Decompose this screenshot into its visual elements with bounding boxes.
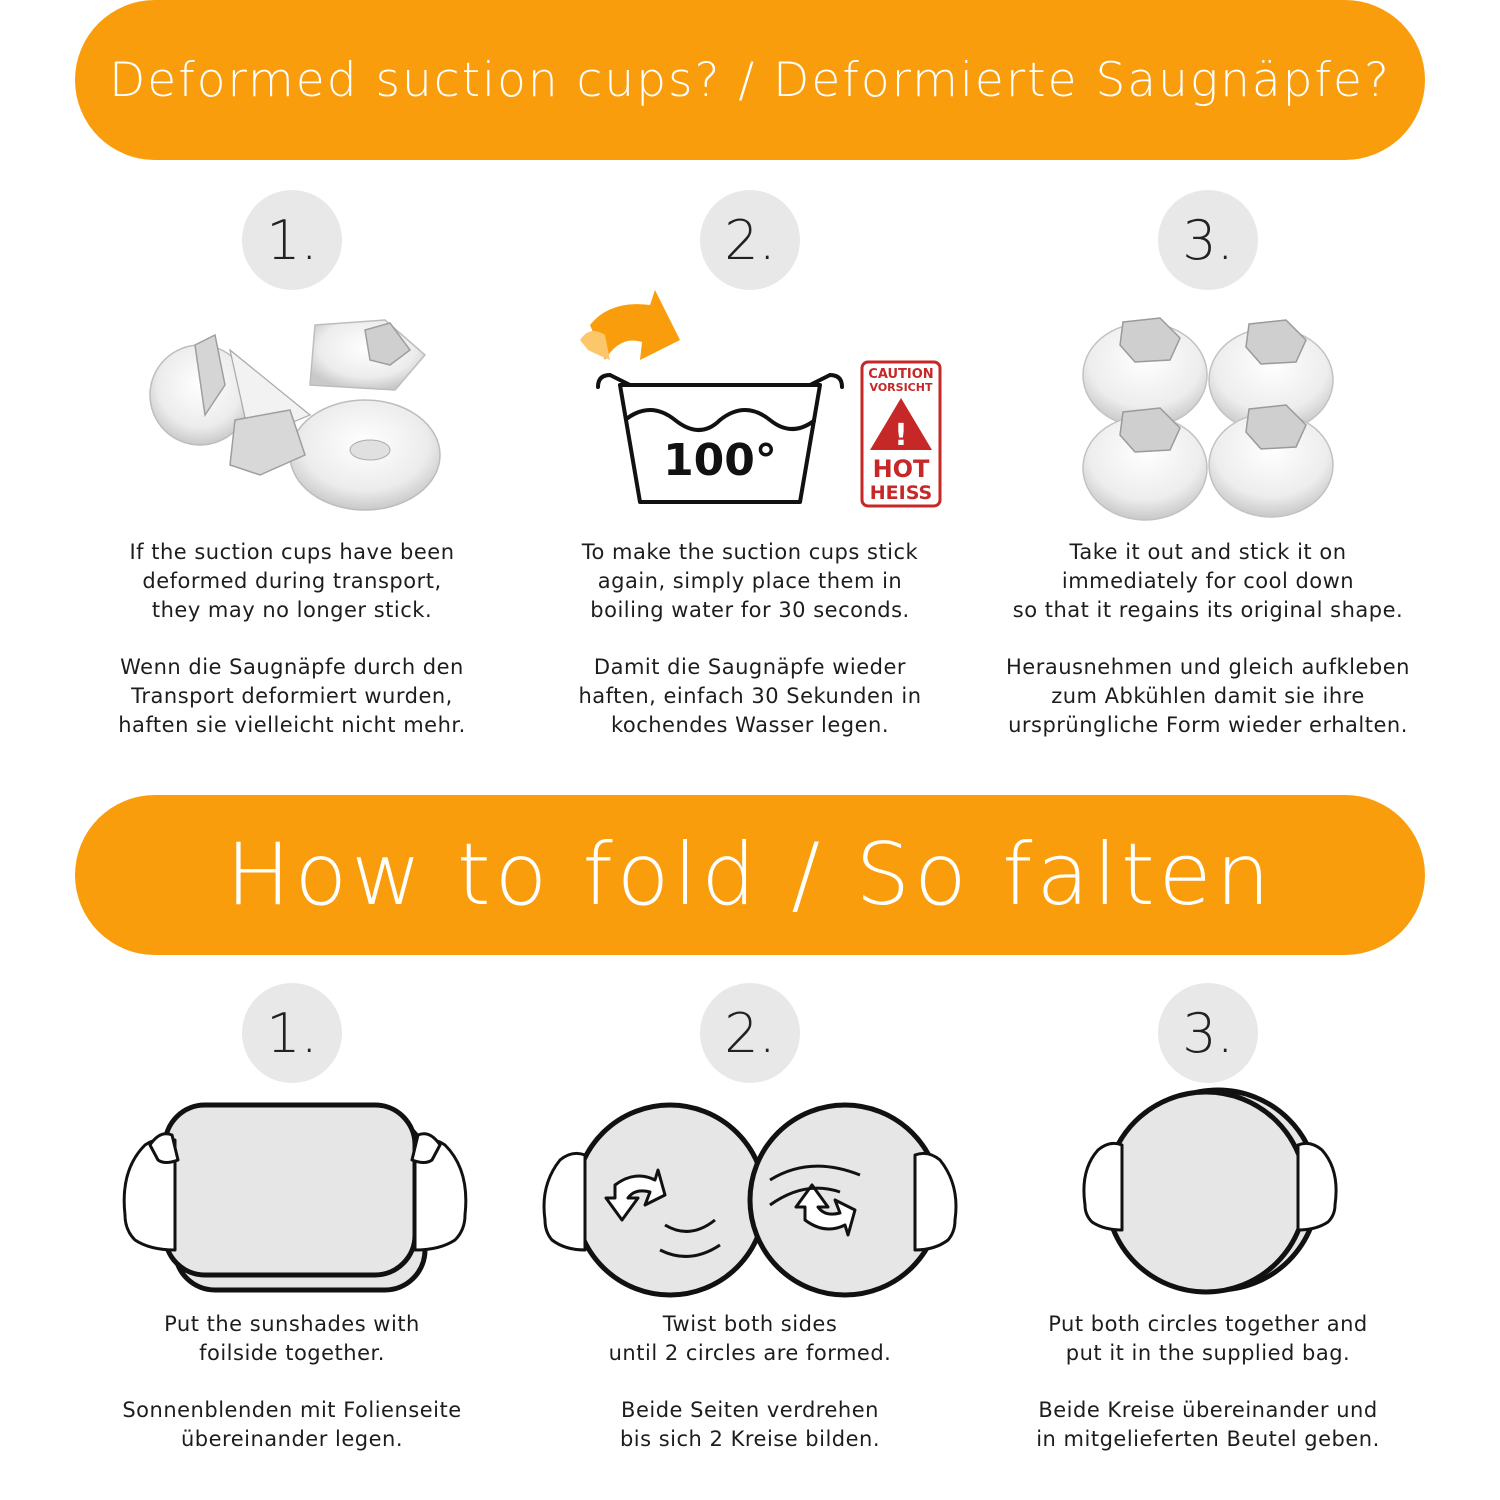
curved-arrow-icon <box>590 290 680 360</box>
step-1-text-en: If the suction cups have been deformed d… <box>129 540 455 622</box>
fold-step-2-text-en: Twist both sides until 2 circles are for… <box>608 1312 892 1365</box>
fold-step-3-caption: Put both circles together and put it in … <box>988 1310 1428 1454</box>
fold-step-3-text-en: Put both circles together and put it in … <box>1048 1312 1368 1365</box>
step-number-3: 3. <box>1158 190 1258 290</box>
warning-icon <box>870 398 932 450</box>
fold-step-3-text-de: Beide Kreise übereinander und in mitgeli… <box>1036 1398 1380 1451</box>
how-to-fold-banner: How to fold / So falten <box>75 795 1425 955</box>
step-2-text-de: Damit die Saugnäpfe wieder haften, einfa… <box>578 655 922 737</box>
suction-cups-banner: Deformed suction cups? / Deformierte Sau… <box>75 0 1425 160</box>
svg-text:HOT: HOT <box>873 455 930 483</box>
step-2-caption: To make the suction cups stick again, si… <box>530 538 970 740</box>
right-hand-icon <box>410 1132 468 1252</box>
step-3-text-en: Take it out and stick it on immediately … <box>1012 540 1404 622</box>
water-temp-label: 100° <box>663 435 777 486</box>
fold-step-1-text-en: Put the sunshades with foilside together… <box>164 1312 420 1365</box>
step-2-text-en: To make the suction cups stick again, si… <box>581 540 919 622</box>
fold-step-2-caption: Twist both sides until 2 circles are for… <box>530 1310 970 1454</box>
deformed-suction-cups-illustration <box>149 319 441 511</box>
boiling-water-illustration: 100° CAUTION VORSICHT ! HOT HEISS <box>580 290 942 508</box>
left-hand-icon <box>122 1132 180 1252</box>
twist-circles-illustration <box>542 1102 958 1298</box>
stacked-sunshades-illustration <box>122 1102 468 1293</box>
fold-step-number-3: 3. <box>1158 983 1258 1083</box>
step-number-1: 1. <box>242 190 342 290</box>
svg-text:CAUTION: CAUTION <box>868 367 933 382</box>
fold-step-1-text-de: Sonnenblenden mit Folienseite übereinand… <box>122 1398 462 1451</box>
step-3-caption: Take it out and stick it on immediately … <box>988 538 1428 740</box>
suction-cups-title: Deformed suction cups? / Deformierte Sau… <box>109 52 1391 108</box>
svg-text:VORSICHT: VORSICHT <box>870 381 933 394</box>
fold-step-1-caption: Put the sunshades with foilside together… <box>72 1310 512 1454</box>
step-1-text-de: Wenn die Saugnäpfe durch den Transport d… <box>118 655 466 737</box>
step-3-text-de: Herausnehmen und gleich aufkleben zum Ab… <box>1006 655 1410 737</box>
circles-together-illustration <box>1082 1087 1338 1295</box>
fold-step-number-2: 2. <box>700 983 800 1083</box>
fold-step-number-1: 1. <box>242 983 342 1083</box>
restored-suction-cups-illustration <box>1082 317 1334 521</box>
step-number-2: 2. <box>700 190 800 290</box>
fold-step-2-text-de: Beide Seiten verdrehen bis sich 2 Kreise… <box>619 1398 881 1451</box>
svg-text:HEISS: HEISS <box>870 482 932 504</box>
step-1-caption: If the suction cups have been deformed d… <box>72 538 512 740</box>
svg-text:!: ! <box>894 418 908 453</box>
caution-hot-label: CAUTION VORSICHT ! HOT HEISS <box>860 360 942 508</box>
rotate-arrow-icon <box>604 1168 857 1237</box>
how-to-fold-title: How to fold / So falten <box>225 825 1275 925</box>
